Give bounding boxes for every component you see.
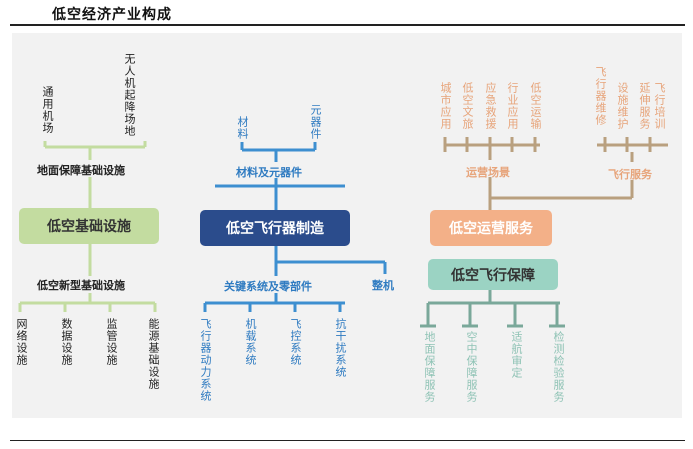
infra-ground-item-airport: 通用机场: [41, 86, 54, 134]
aircraft-material-item-components: 元器件: [309, 104, 322, 140]
infra-new-label: 低空新型基础设施: [37, 279, 125, 292]
bottom-rule: [10, 440, 685, 441]
operation-scene-item-transport: 低空运输: [529, 82, 542, 130]
operation-main-box: 低空运营服务: [430, 210, 552, 246]
infra-ground-label: 地面保障基础设施: [37, 164, 125, 177]
infra-new-item-data: 数据设施: [60, 318, 73, 366]
operation-scene-item-industry: 行业应用: [506, 82, 519, 130]
aircraft-systems-label: 关键系统及零部件: [224, 280, 312, 293]
aircraft-system-item-anti-jamming: 抗干扰系统: [334, 318, 347, 378]
guarantee-item-air: 空中保障服务: [465, 331, 478, 403]
operation-scene-label: 运营场景: [466, 166, 510, 179]
aircraft-main-box: 低空飞行器制造: [200, 210, 350, 246]
aircraft-system-item-power: 飞行器动力系统: [199, 318, 212, 402]
infra-new-item-network: 网络设施: [15, 318, 28, 366]
top-rule: [10, 24, 685, 26]
infra-ground-item-uav-site: 无人机起降场地: [123, 53, 136, 137]
operation-flight-item-training: 飞行培训: [653, 82, 666, 130]
operation-scene-item-rescue: 应急救援: [484, 82, 497, 130]
guarantee-item-inspection: 检测检验服务: [552, 331, 565, 403]
operation-flight-item-facility: 设施维护: [616, 82, 629, 130]
infra-new-item-energy: 能源基础设施: [147, 318, 160, 390]
aircraft-material-item-materials: 材料: [236, 116, 249, 140]
infra-new-item-supervision: 监管设施: [105, 318, 118, 366]
operation-scene-item-tourism: 低空文旅: [461, 82, 474, 130]
infra-main-box: 低空基础设施: [19, 208, 159, 244]
operation-scene-item-city: 城市应用: [439, 82, 452, 130]
operation-flight-service-label: 飞行服务: [608, 168, 652, 181]
page-title: 低空经济产业构成: [52, 7, 172, 23]
aircraft-complete-label: 整机: [372, 279, 394, 292]
guarantee-item-ground: 地面保障服务: [423, 331, 436, 403]
aircraft-system-item-flight-control: 飞控系统: [289, 318, 302, 366]
aircraft-system-item-airborne: 机载系统: [244, 318, 257, 366]
guarantee-item-airworthiness: 适航审定: [510, 331, 523, 379]
operation-flight-item-maintenance: 飞行器维修: [594, 66, 607, 126]
aircraft-materials-label: 材料及元器件: [236, 166, 302, 179]
operation-flight-item-extended: 延伸服务: [638, 82, 651, 130]
guarantee-main-box: 低空飞行保障: [428, 259, 558, 290]
